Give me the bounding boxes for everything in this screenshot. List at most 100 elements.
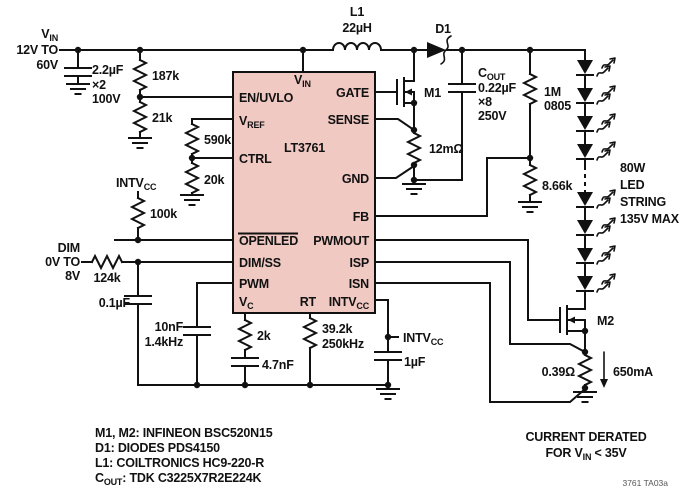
resistor-100k (131, 197, 145, 229)
c-dim-value: 0.1µF (99, 296, 131, 310)
ic-pin-rt: RT (300, 295, 317, 309)
cout-value: 0.22µF (478, 81, 517, 95)
cap-1uF (374, 351, 402, 361)
vin-label: VIN (41, 27, 58, 43)
r-ctrl-top-value: 590k (204, 133, 231, 147)
ic-pin-intvcc: INTVCC (329, 295, 370, 311)
ground-symbol (128, 137, 152, 149)
cin-value: 2.2µF (92, 63, 124, 77)
r-fb-bot-value: 8.66k (542, 179, 573, 193)
ic-pin-en-uvlo: EN/UVLO (239, 91, 294, 105)
ic-pin-isn: ISN (349, 277, 369, 291)
resistor-8p66k (523, 164, 537, 196)
dim-label-2: 0V TO (45, 255, 80, 269)
bom-line-1: M1, M2: INFINEON BSC520N15 (95, 426, 273, 440)
r-cs-value: 0.39Ω (542, 365, 576, 379)
resistor-39p2k (303, 317, 317, 349)
r-ctrl-bot-value: 20k (204, 173, 225, 187)
cin-voltage: 100V (92, 92, 121, 106)
c-pwm-value: 10nF (155, 320, 184, 334)
ic-pin-gate: GATE (336, 86, 369, 100)
resistor-0p39ohm (578, 354, 592, 386)
ic-lt3761: VIN LT3761 EN/UVLO VREF CTRL OPENLED DIM… (232, 49, 376, 314)
led-string: 80W LED STRING 135V MAX (576, 49, 680, 310)
isp-wire (374, 261, 587, 354)
led-label-2: LED (620, 178, 645, 192)
dim-label-1: DIM (58, 241, 80, 255)
r-fb-top-pkg: 0805 (544, 99, 571, 113)
r-uvlo-top-value: 187k (152, 69, 179, 83)
mosfet-m2: M2 (374, 239, 614, 353)
ic-pin-openled: OPENLED (239, 234, 298, 248)
r-vc-value: 2k (257, 329, 271, 343)
r-sense-value: 12mΩ (429, 142, 463, 156)
vin-rail (59, 42, 586, 52)
sense-network: 12mΩ (374, 118, 464, 195)
l1-ref: L1 (350, 5, 364, 19)
bom-notes: M1, M2: INFINEON BSC520N15 D1: DIODES PD… (95, 426, 273, 487)
m2-ref: M2 (597, 314, 614, 328)
bom-line-2: D1: DIODES PDS4150 (95, 441, 220, 455)
rt-resistor: 39.2k 250kHz (303, 312, 364, 386)
led-current-value: 650mA (613, 365, 653, 379)
c-vc-value: 4.7nF (262, 358, 294, 372)
l1-value: 22µH (342, 21, 372, 35)
r-openled-value: 100k (150, 207, 177, 221)
ic-pin-fb: FB (353, 210, 369, 224)
isn-wire (374, 282, 587, 403)
input-capacitor: 2.2µF ×2 100V (64, 49, 124, 106)
r-fb-top-value: 1M (544, 85, 561, 99)
ic-pin-isp: ISP (349, 256, 369, 270)
resistor-1M (523, 73, 537, 105)
ic-pin-vref: VREF (239, 114, 265, 130)
ic-pin-pwm: PWM (239, 277, 269, 291)
ground-symbol (376, 388, 400, 400)
cap-10nF (183, 326, 211, 336)
bom-line-3: L1: COILTRONICS HC9-220-R (95, 456, 264, 470)
doc-id: 3761 TA03a (622, 478, 668, 488)
cout-ref: COUT (478, 66, 506, 82)
intvcc-label: INTVCC (116, 176, 157, 192)
vin-range-1: 12V TO (16, 43, 58, 57)
d1-ref: D1 (435, 22, 451, 36)
cout-qty: ×8 (478, 95, 492, 109)
ic-pin-vc: VC (239, 295, 254, 311)
ground-symbol (573, 391, 597, 403)
cap-cout (448, 83, 476, 93)
derating-note: CURRENT DERATED FOR VIN < 35V (525, 430, 646, 462)
led-label-4: 135V MAX (620, 212, 680, 226)
resistor-20k (185, 162, 199, 194)
resistor-2k (238, 319, 252, 351)
m2-body-arrow (568, 316, 575, 324)
ground-symbol (66, 83, 90, 95)
led-label-3: STRING (620, 195, 666, 209)
resistor-590k (185, 123, 199, 155)
ground-symbol (180, 194, 204, 206)
led-current-sense: 0.39Ω 650mA (542, 351, 653, 403)
vin-supply-label: VIN 12V TO 60V (16, 27, 59, 72)
output-capacitor: COUT 0.22µF ×8 250V (413, 49, 517, 181)
ic-pin-gnd: GND (342, 172, 369, 186)
r-rt-note: 250kHz (322, 337, 364, 351)
ic-pin-pwmout: PWMOUT (313, 234, 369, 248)
inductor-l1 (331, 42, 383, 52)
c-pwm-note: 1.4kHz (145, 335, 183, 349)
ground-symbol (402, 183, 426, 195)
led-label-1: 80W (620, 161, 646, 175)
intvcc-node-label: INTVCC (403, 331, 444, 347)
vc-compensation: 2k 4.7nF (231, 312, 294, 386)
m1-body-arrow (405, 88, 412, 96)
ground-symbol (518, 201, 542, 213)
m1-ref: M1 (424, 86, 441, 100)
ic-body (232, 71, 376, 314)
resistor-187k (133, 59, 147, 91)
resistor-12mohm (407, 132, 421, 164)
ic-pin-sense: SENSE (328, 113, 369, 127)
r-dim-value: 124k (93, 271, 120, 285)
junction-dots (74, 46, 589, 392)
ic-pin-ctrl: CTRL (239, 152, 272, 166)
pwm-filter: 10nF 1.4kHz (145, 282, 234, 386)
ic-part-number: LT3761 (284, 141, 325, 155)
